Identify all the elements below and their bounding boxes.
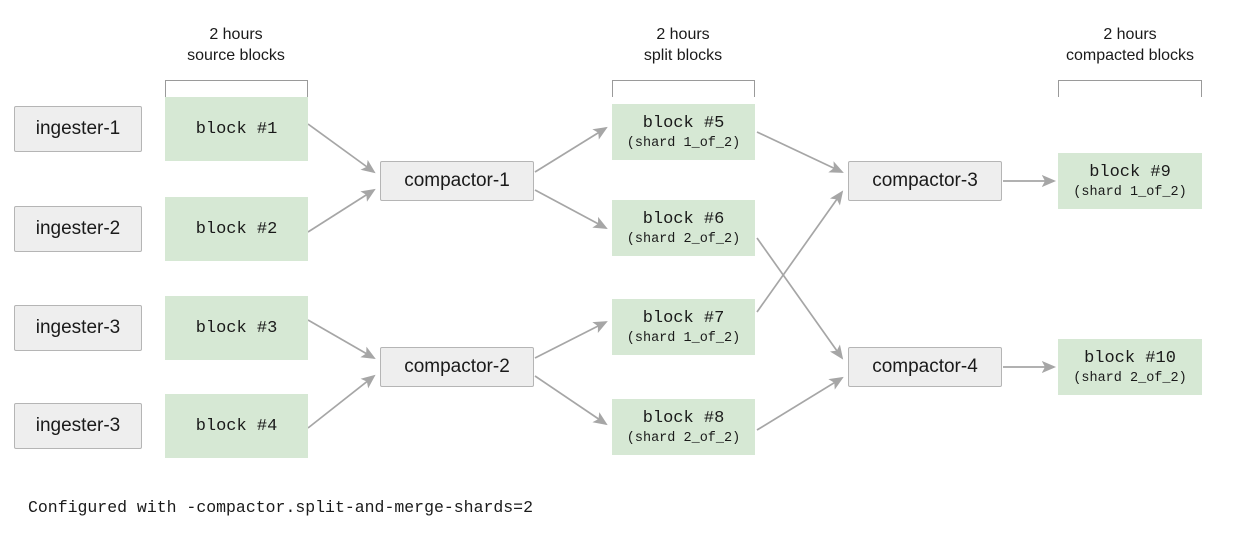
- split-block-8-label: block #8: [642, 408, 725, 428]
- ingester-1-node[interactable]: ingester-1: [14, 106, 142, 152]
- compacted-block-9-label: block #9: [1089, 162, 1171, 182]
- configuration-note: Configured with -compactor.split-and-mer…: [28, 498, 533, 517]
- split-block-7[interactable]: block #7 (shard 1_of_2): [612, 299, 755, 355]
- compactor-1-label: compactor-1: [404, 170, 510, 191]
- edge-block6-compactor4: [756, 237, 844, 360]
- split-block-7-shard: (shard 1_of_2): [626, 330, 741, 346]
- column-header-compacted-line1: 2 hours: [1103, 26, 1157, 43]
- source-block-1[interactable]: block #1: [165, 97, 308, 161]
- ingester-4-node[interactable]: ingester-3: [14, 403, 142, 449]
- column-header-compacted: 2 hours compacted blocks: [1040, 24, 1220, 66]
- split-block-5-shard: (shard 1_of_2): [626, 135, 741, 151]
- source-block-3-label: block #3: [195, 318, 278, 338]
- compactor-4-node[interactable]: compactor-4: [848, 347, 1002, 387]
- edge-block1-compactor1: [307, 123, 376, 174]
- column-header-source-line1: 2 hours: [209, 26, 263, 43]
- edge-compactor1-block6: [534, 189, 608, 229]
- bracket-compacted-blocks: [1058, 80, 1202, 97]
- split-block-8[interactable]: block #8 (shard 2_of_2): [612, 399, 755, 455]
- column-header-source-line2: source blocks: [187, 47, 285, 64]
- source-block-2[interactable]: block #2: [165, 197, 308, 261]
- edge-block8-compactor4: [756, 376, 844, 431]
- ingester-3-label: ingester-3: [35, 317, 121, 338]
- ingester-2-label: ingester-2: [35, 218, 121, 239]
- edge-block3-compactor2: [307, 319, 376, 360]
- column-header-source: 2 hours source blocks: [155, 24, 317, 66]
- column-header-compacted-line2: compacted blocks: [1065, 47, 1195, 64]
- edge-block4-compactor2: [307, 374, 376, 429]
- edge-block2-compactor1: [307, 188, 376, 233]
- split-block-5-label: block #5: [642, 113, 725, 133]
- edge-compactor2-block8: [534, 375, 608, 426]
- edge-block5-compactor3: [756, 131, 844, 173]
- compactor-1-node[interactable]: compactor-1: [380, 161, 534, 201]
- column-header-split-line2: split blocks: [643, 47, 723, 64]
- edge-block7-compactor3: [756, 190, 844, 313]
- column-header-split: 2 hours split blocks: [602, 24, 764, 66]
- ingester-1-label: ingester-1: [35, 118, 121, 139]
- compacted-block-10-label: block #10: [1084, 348, 1176, 368]
- source-block-1-label: block #1: [195, 119, 278, 139]
- compactor-4-label: compactor-4: [872, 356, 978, 377]
- source-block-3[interactable]: block #3: [165, 296, 308, 360]
- bracket-source-blocks: [165, 80, 308, 97]
- compacted-block-9-shard: (shard 1_of_2): [1073, 184, 1187, 200]
- compacted-block-9[interactable]: block #9 (shard 1_of_2): [1058, 153, 1202, 209]
- split-block-7-label: block #7: [642, 308, 725, 328]
- source-block-4-label: block #4: [195, 416, 278, 436]
- source-block-2-label: block #2: [195, 219, 278, 239]
- split-block-6[interactable]: block #6 (shard 2_of_2): [612, 200, 755, 256]
- ingester-3-node[interactable]: ingester-3: [14, 305, 142, 351]
- compactor-2-node[interactable]: compactor-2: [380, 347, 534, 387]
- column-header-split-line1: 2 hours: [656, 26, 710, 43]
- split-block-6-shard: (shard 2_of_2): [626, 231, 741, 247]
- compacted-block-10-shard: (shard 2_of_2): [1073, 370, 1187, 386]
- bracket-split-blocks: [612, 80, 755, 97]
- ingester-2-node[interactable]: ingester-2: [14, 206, 142, 252]
- compactor-3-node[interactable]: compactor-3: [848, 161, 1002, 201]
- edge-compactor1-block5: [534, 126, 608, 173]
- split-block-5[interactable]: block #5 (shard 1_of_2): [612, 104, 755, 160]
- split-block-6-label: block #6: [642, 209, 725, 229]
- source-block-4[interactable]: block #4: [165, 394, 308, 458]
- compacted-block-10[interactable]: block #10 (shard 2_of_2): [1058, 339, 1202, 395]
- ingester-4-label: ingester-3: [35, 415, 121, 436]
- edge-compactor2-block7: [534, 321, 608, 359]
- split-block-8-shard: (shard 2_of_2): [626, 430, 741, 446]
- compactor-3-label: compactor-3: [872, 170, 978, 191]
- compactor-2-label: compactor-2: [404, 356, 510, 377]
